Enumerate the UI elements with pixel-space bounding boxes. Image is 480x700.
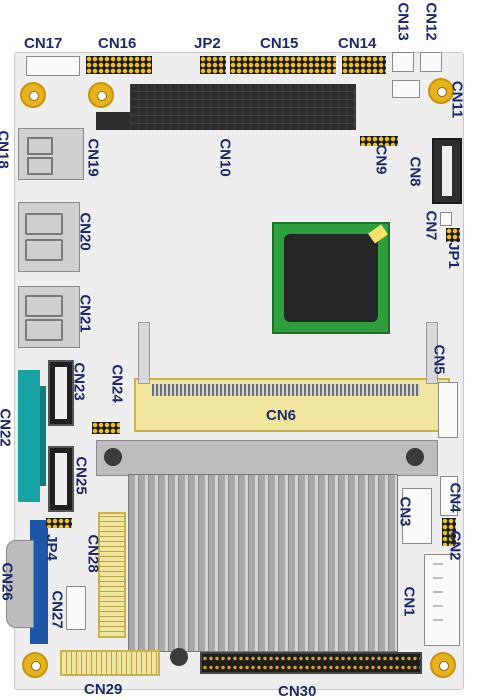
label-cn7: CN7 — [422, 210, 440, 241]
mounting-hole — [22, 652, 48, 678]
jumper-jp1 — [446, 228, 460, 242]
pin-header-cn15 — [230, 56, 336, 74]
dimm-clip-right — [426, 322, 438, 384]
connector-cn13 — [392, 52, 414, 72]
connector-cn5 — [438, 382, 458, 438]
vga-port-shell — [6, 540, 34, 628]
label-cn8: CN8 — [406, 156, 424, 187]
label-cn15: CN15 — [260, 35, 299, 52]
label-cn19: CN19 — [84, 138, 102, 177]
label-jp4: JP4 — [42, 534, 60, 561]
connector-cn17 — [26, 56, 80, 76]
dimm-clip-left — [138, 322, 150, 384]
connector-cn29 — [60, 650, 160, 676]
jumper-jp4 — [46, 518, 72, 528]
mounting-hole — [428, 78, 454, 104]
power-connector-cn1 — [424, 554, 460, 646]
label-cn10: CN10 — [216, 138, 234, 177]
connector-cn27 — [66, 586, 86, 630]
label-cn13: CN13 — [394, 2, 412, 41]
header-cn30 — [200, 652, 422, 674]
heatsink-screw — [170, 648, 188, 666]
vga-port-cn26 — [30, 520, 48, 644]
connector-cn7 — [440, 212, 452, 226]
serial-port-flange — [40, 386, 46, 486]
label-jp1: JP1 — [444, 242, 462, 269]
serial-port-cn22 — [18, 370, 40, 502]
heatsink-screw — [104, 448, 122, 466]
label-cn21: CN21 — [76, 294, 94, 333]
label-cn5: CN5 — [430, 344, 448, 375]
label-cn9: CN9 — [372, 144, 390, 175]
heatsink-base — [96, 440, 438, 476]
cpu-chip — [272, 222, 390, 334]
header-cn10 — [130, 84, 356, 130]
jumper-jp2 — [200, 56, 226, 74]
label-cn29: CN29 — [84, 681, 123, 698]
pin-header-cn16 — [86, 56, 152, 74]
label-cn2: CN2 — [446, 530, 464, 561]
label-cn27: CN27 — [48, 590, 66, 629]
label-cn17: CN17 — [24, 35, 63, 52]
pin-header-cn9 — [360, 136, 398, 146]
pin-header-cn24 — [92, 422, 120, 434]
label-cn20: CN20 — [76, 212, 94, 251]
port-cn18 — [18, 128, 84, 180]
pin-header-cn14 — [342, 56, 386, 74]
heatsink-screw — [406, 448, 424, 466]
mounting-hole — [430, 652, 456, 678]
mounting-hole — [20, 82, 46, 108]
label-cn11: CN11 — [448, 80, 466, 119]
connector-cn11 — [392, 80, 420, 98]
heatsink-fins — [128, 474, 398, 652]
connector-cn12 — [420, 52, 442, 72]
connector-cn23 — [48, 360, 74, 426]
header-cn8 — [432, 138, 462, 204]
label-cn4: CN4 — [446, 482, 464, 513]
connector-cn4 — [440, 476, 458, 516]
dimm-slot-cn6 — [134, 378, 450, 432]
label-cn16: CN16 — [98, 35, 137, 52]
mounting-hole — [88, 82, 114, 108]
jumper-cn2 — [442, 518, 456, 546]
connector-cn25 — [48, 446, 74, 512]
label-cn22: CN22 — [0, 408, 14, 447]
header-cn10-extension — [96, 112, 130, 130]
label-cn3: CN3 — [396, 496, 414, 527]
label-cn12: CN12 — [422, 2, 440, 41]
port-cn20 — [18, 202, 80, 272]
label-cn30: CN30 — [278, 683, 317, 700]
connector-cn28 — [98, 512, 126, 638]
label-cn25: CN25 — [72, 456, 90, 495]
label-cn23: CN23 — [70, 362, 88, 401]
label-cn1: CN1 — [400, 586, 418, 617]
label-cn24: CN24 — [108, 364, 126, 403]
label-cn28: CN28 — [84, 534, 102, 573]
label-jp2: JP2 — [194, 35, 221, 52]
label-cn18: CN18 — [0, 130, 12, 169]
label-cn26: CN26 — [0, 562, 16, 601]
label-cn14: CN14 — [338, 35, 377, 52]
port-cn21 — [18, 286, 80, 348]
connector-cn3 — [402, 488, 432, 544]
label-cn6: CN6 — [266, 407, 297, 424]
